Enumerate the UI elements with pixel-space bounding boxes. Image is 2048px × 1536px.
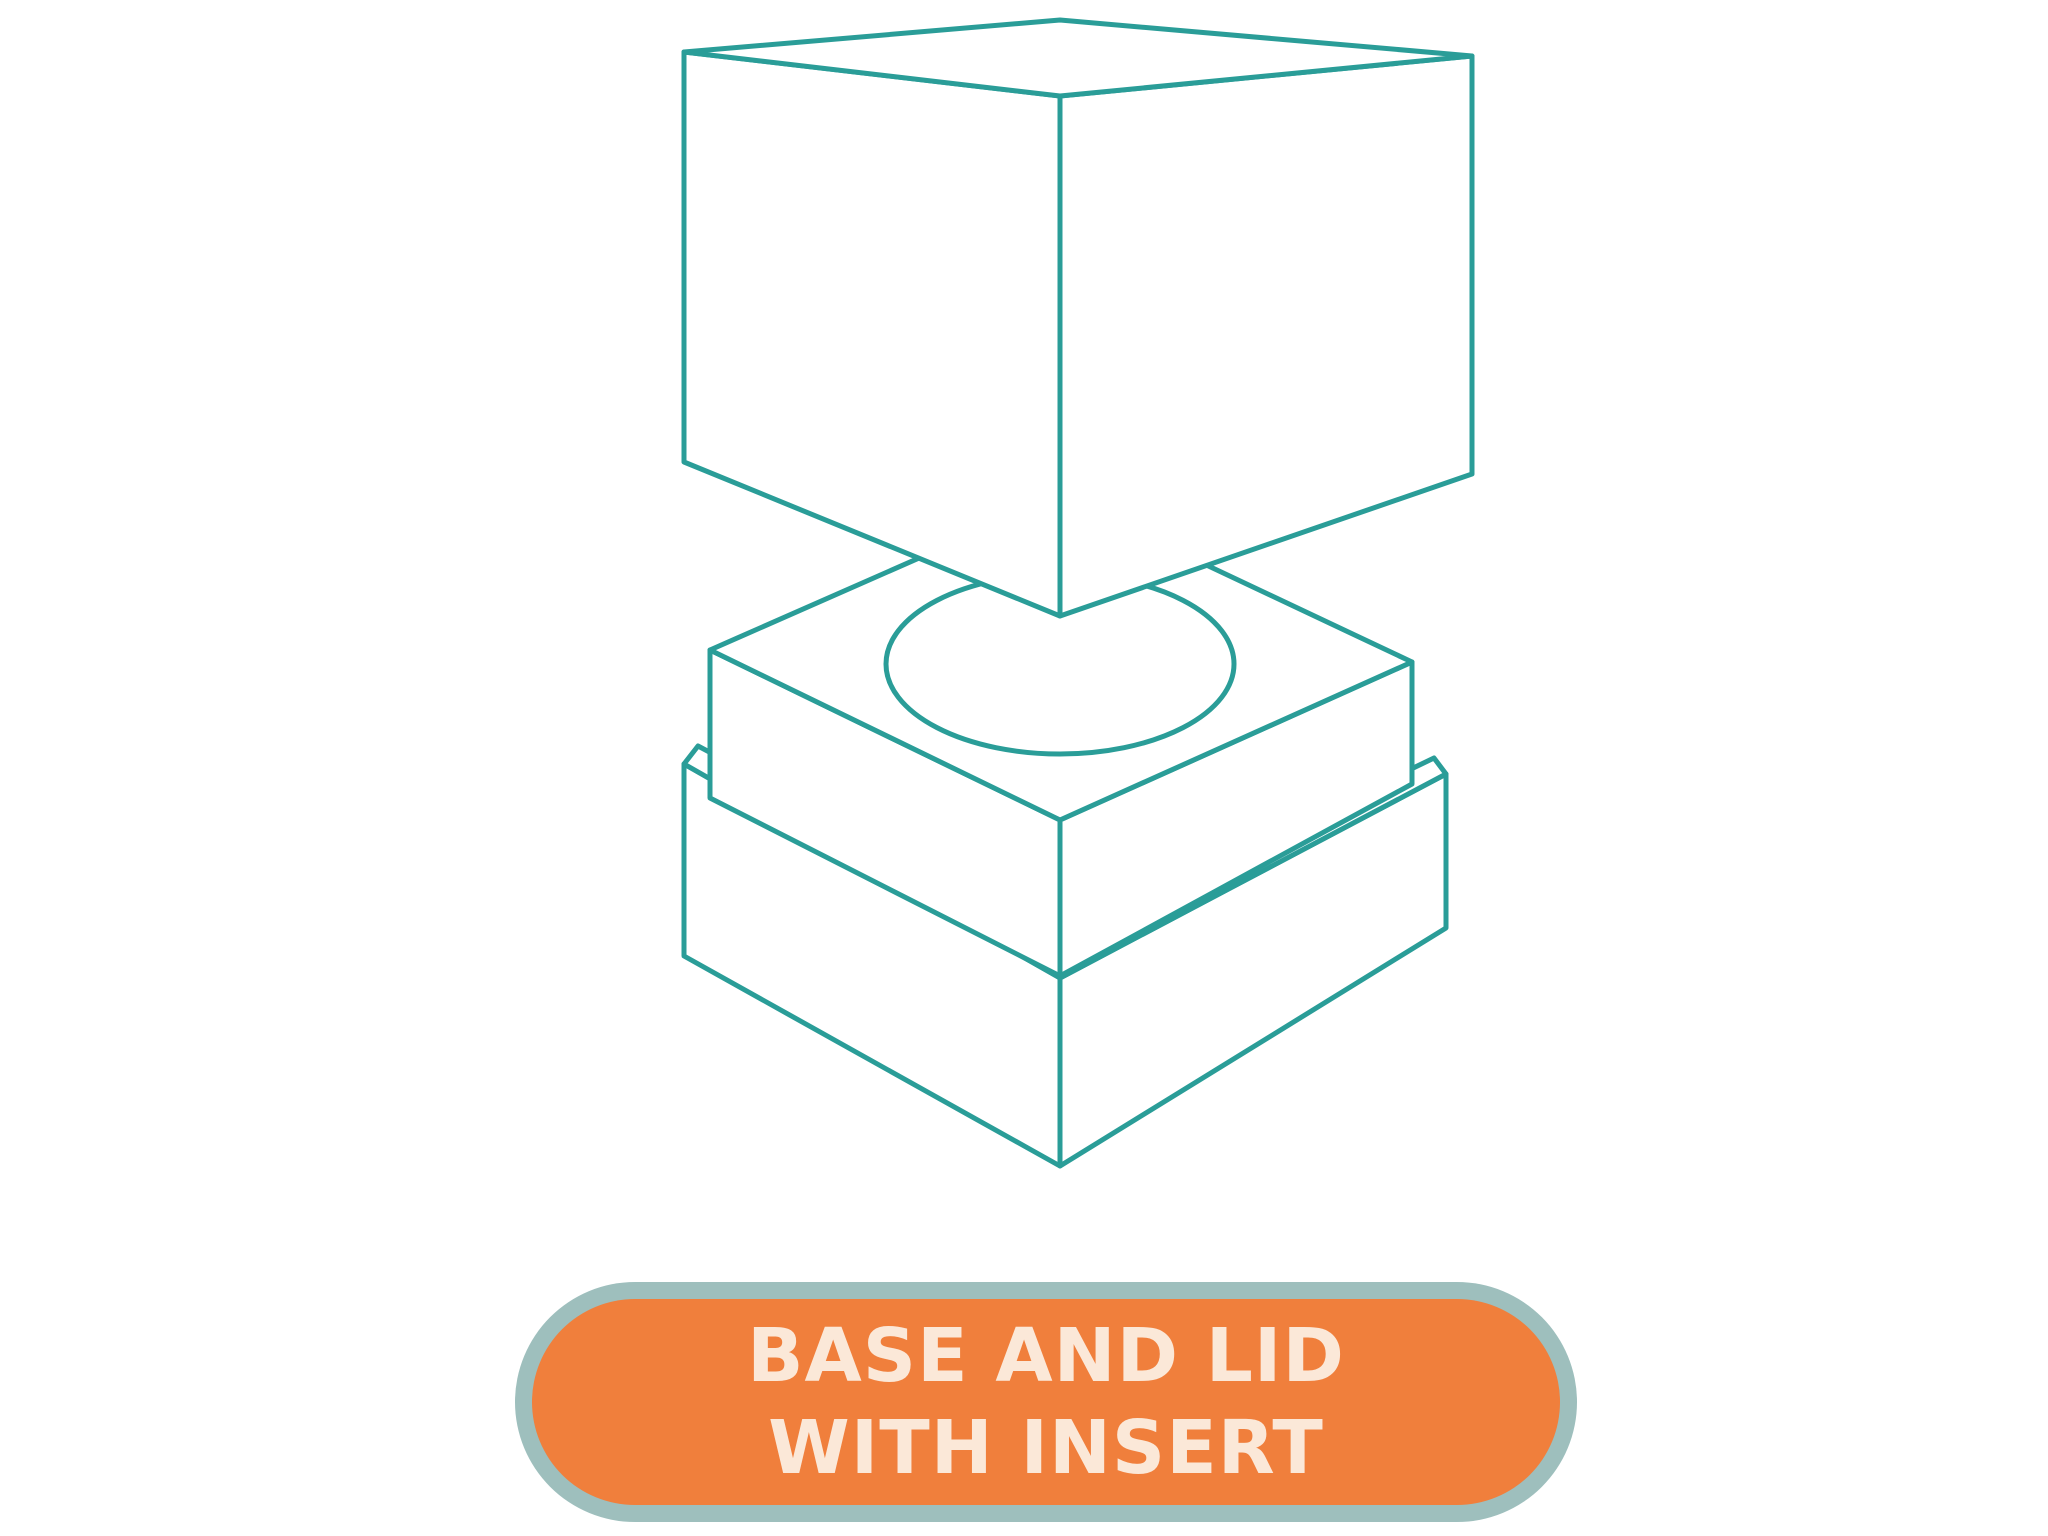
lid-front-left-face xyxy=(681,49,1063,619)
label-badge: BASE AND LID WITH INSERT xyxy=(515,1282,1577,1522)
lid-top-face xyxy=(681,17,1475,99)
lid-front-right-face xyxy=(1057,53,1475,619)
label-badge-fill: BASE AND LID WITH INSERT xyxy=(532,1299,1560,1505)
label-line-1: BASE AND LID xyxy=(747,1313,1345,1399)
lid-cube xyxy=(681,17,1475,619)
label-line-2: WITH INSERT xyxy=(768,1405,1324,1491)
